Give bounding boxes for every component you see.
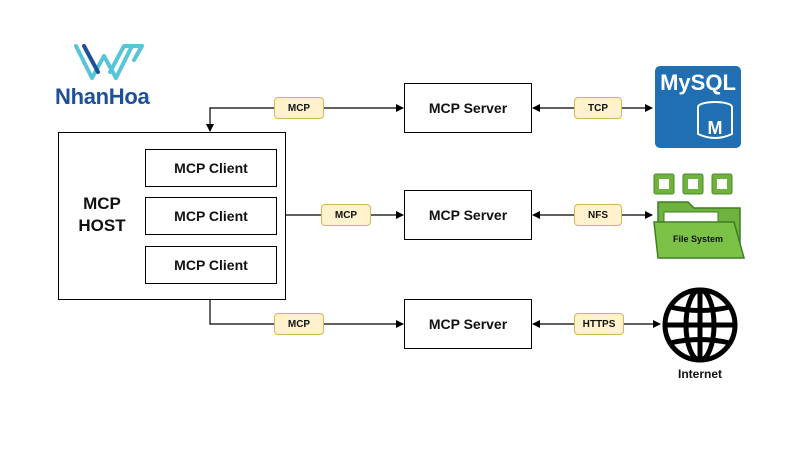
protocol-tag-mcp-3: MCP [274, 313, 324, 335]
mcp-server-2[interactable]: MCP Server [404, 190, 532, 240]
logo-text: NhanHoa [55, 84, 150, 109]
file-system-icon [653, 173, 745, 259]
mysql-title: MySQL [660, 70, 736, 95]
protocol-tag-https: HTTPS [574, 313, 624, 335]
mysql-database-icon: MySQL M [655, 66, 741, 148]
host-label-line2: HOST [78, 216, 126, 235]
mcp-server-3[interactable]: MCP Server [404, 299, 532, 349]
protocol-tag-tcp: TCP [574, 97, 622, 119]
mcp-client-3[interactable]: MCP Client [145, 246, 277, 284]
mcp-server-1[interactable]: MCP Server [404, 83, 532, 133]
database-cylinder-icon [697, 101, 733, 139]
host-label-line1: MCP [83, 194, 121, 213]
protocol-tag-mcp-2: MCP [321, 204, 371, 226]
internet-label: Internet [677, 367, 722, 381]
mcp-client-1[interactable]: MCP Client [145, 149, 277, 187]
mysql-letter: M [707, 118, 723, 138]
mcp-client-2[interactable]: MCP Client [145, 197, 277, 235]
globe-icon [662, 287, 738, 363]
mcp-host-label: MCP HOST [72, 193, 132, 237]
protocol-tag-nfs: NFS [574, 204, 622, 226]
nhanhoa-logo-icon [74, 44, 144, 80]
protocol-tag-mcp-1: MCP [274, 97, 324, 119]
connector-top-client-server [206, 104, 404, 132]
file-system-label: File System [672, 234, 724, 244]
